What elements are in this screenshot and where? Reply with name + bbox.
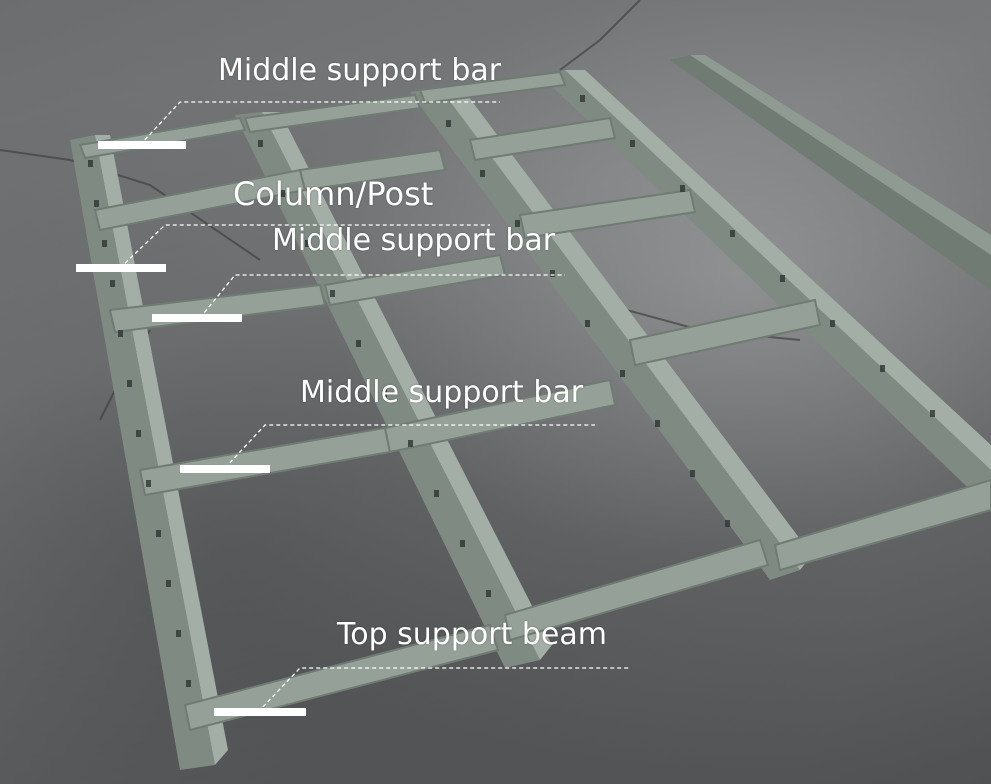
annotation-leaders: [119, 101, 630, 713]
right-frame-bars: [418, 70, 991, 572]
middle-bars: [243, 93, 770, 642]
middle-support-bar-label-3: Middle support bar: [300, 375, 584, 410]
loose-column: [670, 55, 991, 290]
column-post-label: Column/Post: [233, 175, 434, 213]
top-support-beam-label: Top support beam: [337, 617, 607, 652]
middle-support-bar-label-1: Middle support bar: [218, 53, 502, 88]
left-frame: [70, 112, 552, 770]
column-holes: [88, 95, 935, 687]
annotation-markers: [76, 141, 306, 716]
middle-support-bar-label-2: Middle support bar: [272, 223, 556, 258]
